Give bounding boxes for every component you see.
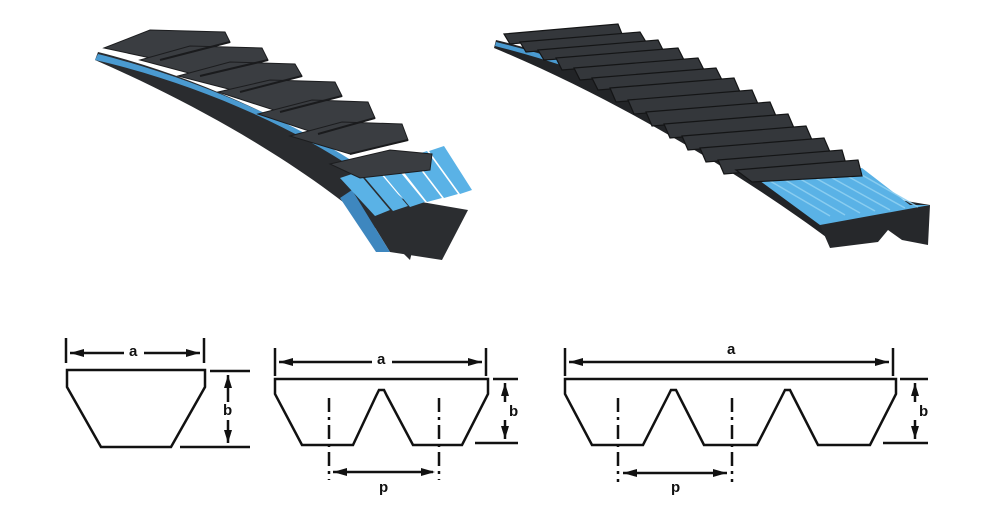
dimension-label-b: b (223, 402, 233, 419)
belt-image-double (490, 20, 940, 270)
cogged-double-v-belt-illustration (494, 23, 930, 248)
dimension-label-b: b (509, 403, 519, 420)
diagram-double-v-section: a b p (260, 330, 540, 500)
triple-v-cross-section (563, 342, 928, 482)
dimension-label-b: b (919, 403, 929, 420)
belt-image-single (90, 20, 490, 270)
diagram-triple-v-section: a b p (550, 330, 950, 500)
dimension-label-p: p (671, 479, 681, 496)
dimension-label-a: a (377, 351, 386, 368)
dimension-label-p: p (379, 479, 389, 496)
dimension-label-a: a (727, 341, 736, 358)
dimension-label-a: a (129, 343, 138, 360)
double-v-cross-section (273, 348, 518, 480)
diagram-single-v-section: a b (50, 330, 260, 460)
single-v-cross-section (64, 338, 250, 449)
cogged-single-v-belt-illustration (95, 29, 472, 260)
